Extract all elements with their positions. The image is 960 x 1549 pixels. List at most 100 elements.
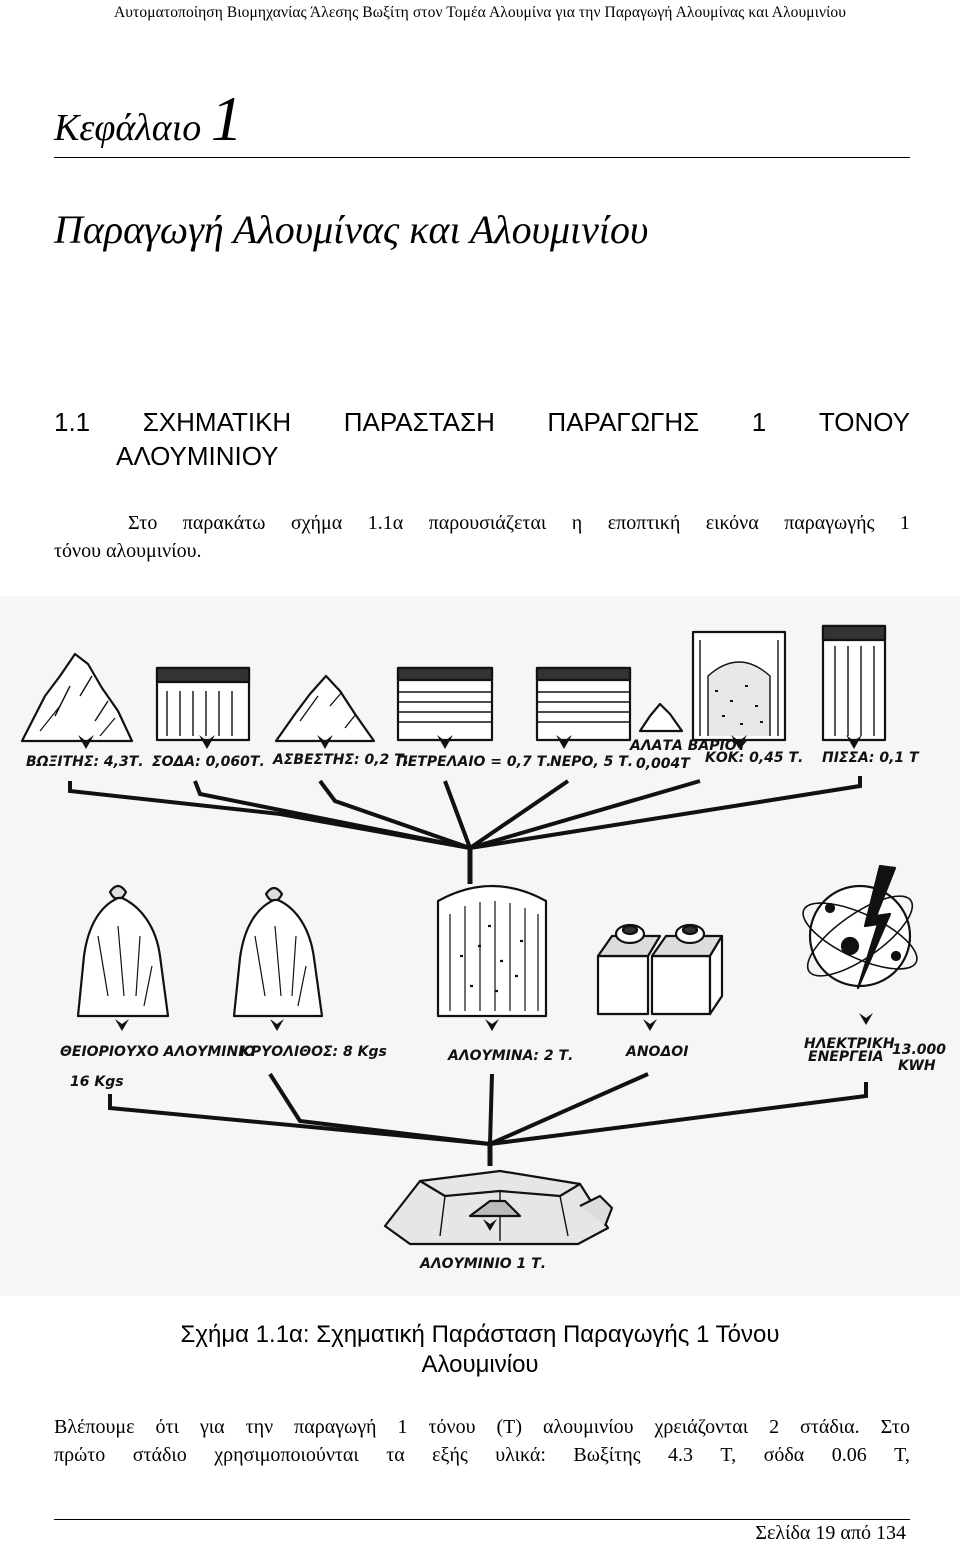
pitch-silo-icon <box>821 624 887 742</box>
label-water: ΝΕΡΟ, 5 Τ. <box>550 754 633 770</box>
intro-word: η <box>571 512 583 534</box>
heading-word: ΤΟΝΟΥ <box>818 407 910 437</box>
soda-crate-icon <box>155 666 251 742</box>
body-word: στάδια. <box>800 1416 860 1438</box>
label-oil: ΠΕΤΡΕΛΑΙΟ = 0,7 Τ. <box>396 754 551 770</box>
intro-word: παραγωγής <box>784 512 875 534</box>
electric-energy-atom-icon <box>802 864 918 990</box>
intro-word: εποπτική <box>607 512 681 534</box>
label-electric: ΗΛΕΚΤΡΙΚΗ <box>804 1036 895 1052</box>
chapter-rule <box>54 157 910 158</box>
body-word: 0.06 <box>831 1444 867 1466</box>
body-word: πρώτο <box>54 1444 106 1466</box>
label-barium-salts: ΑΛΑΤΑ ΒΑΡΙΟΥ <box>629 738 749 754</box>
arrow-icon <box>199 735 215 749</box>
middle-arrows <box>115 1013 873 1031</box>
arrow-icon <box>485 1019 499 1031</box>
bauxite-pile-icon <box>20 652 134 743</box>
body-word: Βωξίτης <box>573 1444 641 1466</box>
body-word: 1 <box>397 1416 408 1438</box>
top-connectors <box>68 776 862 884</box>
body-word: χρησιμοποιούνται <box>214 1444 359 1466</box>
body-word: 2 <box>769 1416 780 1438</box>
body-word: χρειάζονται <box>654 1416 749 1438</box>
intro-word: παρακάτω <box>182 512 266 534</box>
arrow-icon <box>731 735 747 749</box>
caption-line-2: Αλουμινίου <box>421 1351 539 1378</box>
arrow-icon <box>483 1219 497 1231</box>
label-soda: ΣΟΔΑ: 0,060Τ. <box>152 754 265 770</box>
anodes-blocks-icon <box>596 923 724 1016</box>
arrow-icon <box>643 1019 657 1031</box>
body-word: τα <box>386 1444 405 1466</box>
heading-word: ΣΧΗΜΑΤΙΚΗ <box>142 407 292 437</box>
intro-word: σχήμα <box>290 512 343 534</box>
label-aluminium: ΑΛΟΥΜΙΝΙΟ 1 Τ. <box>419 1256 546 1272</box>
label-sulfate-amount: 16 Kgs <box>70 1074 124 1090</box>
body-word: Βλέπουμε <box>54 1416 135 1438</box>
production-schematic-figure: ΒΩΞΙΤΗΣ: 4,3Τ. ΣΟΔΑ: 0,060Τ. ΑΣΒΕΣΤΗΣ: 0… <box>0 596 960 1296</box>
footer-rule <box>54 1519 910 1520</box>
oil-crate-icon <box>396 666 494 742</box>
sulfate-bag-icon <box>76 884 170 1018</box>
intro-word: 1.1α <box>367 512 404 534</box>
label-cryolite: ΚΡΥΟΛΙΘΟΣ: 8 Kgs <box>240 1044 387 1060</box>
running-header: Αυτοματοποίηση Βιομηχανίας Άλεσης Βωξίτη… <box>113 4 846 21</box>
body-word: υλικά: <box>495 1444 546 1466</box>
section-heading-line-2: ΑΛΟΥΜΙΝΙΟΥ <box>116 441 279 471</box>
arrow-icon <box>78 735 94 749</box>
label-alumina: ΑΛΟΥΜΙΝΑ: 2 Τ. <box>447 1048 573 1064</box>
arrow-icon <box>846 735 862 749</box>
body-word: Τ, <box>894 1444 910 1466</box>
arrow-icon <box>270 1019 284 1031</box>
body-word: 4.3 <box>668 1444 693 1466</box>
chapter-label: Κεφάλαιο 1 <box>54 82 243 156</box>
caption-line-1: Σχήμα 1.1α: Σχηματική Παράσταση Παραγωγή… <box>180 1321 780 1348</box>
label-sulfate: ΘΕΙΟΡΙΟΥΧΟ ΑΛΟΥΜΙΝΙΟ <box>60 1044 255 1060</box>
cryolite-bag-icon <box>232 886 324 1018</box>
intro-line-2: τόνου αλουμινίου. <box>54 540 202 562</box>
body-word: την <box>245 1416 274 1438</box>
label-pitch: ΠΙΣΣΑ: 0,1 Τ <box>822 750 920 766</box>
top-arrows <box>78 735 862 749</box>
body-word: (Τ) <box>496 1416 522 1438</box>
water-crate-icon <box>535 666 632 742</box>
intro-line-1: Στο παρακάτω σχήμα 1.1α παρουσιάζεται η … <box>54 509 910 537</box>
label-coke: ΚΟΚ: 0,45 Τ. <box>705 750 803 766</box>
body-word: για <box>199 1416 225 1438</box>
intro-word: Στο <box>128 512 158 534</box>
body-word: παραγωγή <box>294 1416 377 1438</box>
body-line-2: πρώτο στάδιο χρησιμοποιούνται τα εξής υλ… <box>54 1441 910 1469</box>
intro-paragraph: Στο παρακάτω σχήμα 1.1α παρουσιάζεται η … <box>54 509 910 565</box>
alumina-silo-icon <box>436 885 548 1018</box>
heading-word: ΠΑΡΑΣΤΑΣΗ <box>343 407 495 437</box>
label-bauxite: ΒΩΞΙΤΗΣ: 4,3Τ. <box>26 754 144 770</box>
arrow-icon <box>859 1013 873 1025</box>
label-energy-amount: 13.000 <box>892 1042 946 1058</box>
heading-word: ΠΑΡΑΓΩΓΗΣ <box>547 407 700 437</box>
body-word: σόδα <box>763 1444 805 1466</box>
chapter-word: Κεφάλαιο <box>54 107 202 149</box>
body-word: ότι <box>155 1416 179 1438</box>
label-energy-unit: KWH <box>898 1058 936 1074</box>
arrow-icon <box>437 735 453 749</box>
figure-caption: Σχήμα 1.1α: Σχηματική Παράσταση Παραγωγή… <box>0 1320 960 1380</box>
heading-word: 1.1 <box>54 407 91 437</box>
body-word: εξής <box>432 1444 468 1466</box>
section-heading: 1.1 ΣΧΗΜΑΤΙΚΗ ΠΑΡΑΣΤΑΣΗ ΠΑΡΑΓΩΓΗΣ 1 ΤΟΝΟ… <box>54 405 910 473</box>
label-energy: ΕΝΕΡΓΕΙΑ <box>808 1049 884 1065</box>
label-anodes: ΑΝΟΔΟΙ <box>625 1044 688 1060</box>
body-line-1: Βλέπουμε ότι για την παραγωγή 1 τόνου (Τ… <box>54 1413 910 1441</box>
body-word: στάδιο <box>132 1444 187 1466</box>
barium-salts-pile-icon <box>638 702 684 733</box>
aluminium-ingots-icon <box>383 1169 614 1246</box>
coke-silo-icon <box>691 630 787 742</box>
intro-word: παρουσιάζεται <box>428 512 547 534</box>
arrow-icon <box>556 735 572 749</box>
heading-word: 1 <box>751 407 767 437</box>
intro-word: 1 <box>899 512 910 534</box>
label-lime: ΑΣΒΕΣΤΗΣ: 0,2 Τ. <box>272 752 409 768</box>
body-word: Στο <box>880 1416 910 1438</box>
arrow-icon <box>317 735 333 749</box>
body-word: Τ, <box>720 1444 737 1466</box>
